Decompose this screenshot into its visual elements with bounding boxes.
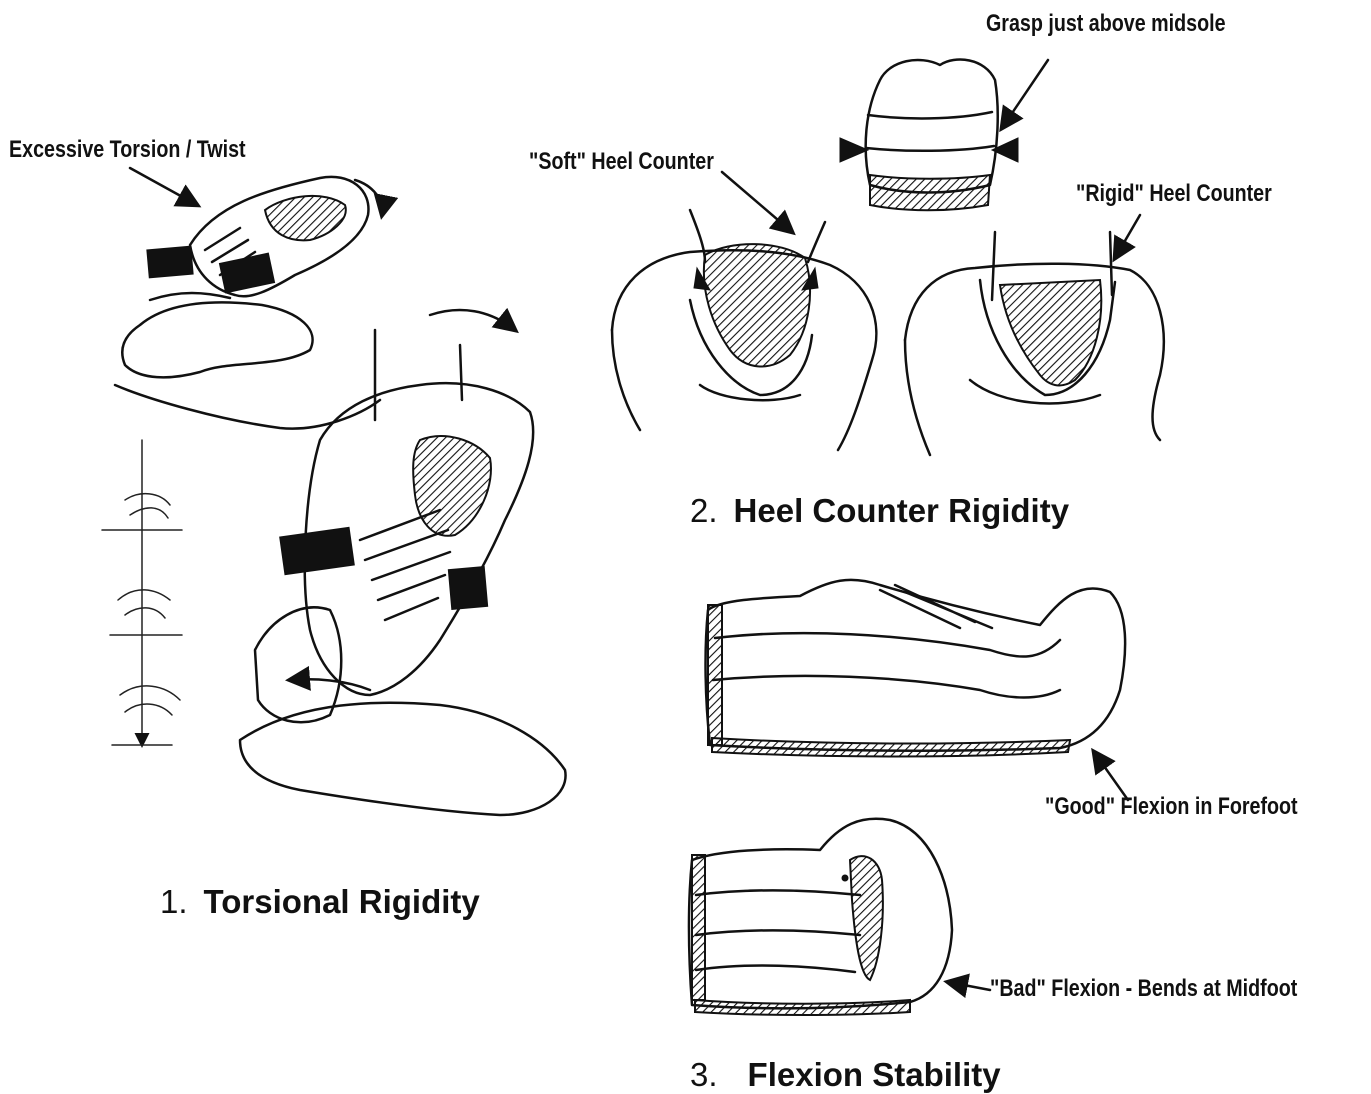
torsion-shoe-large-illustration [240, 310, 566, 815]
section-number: 1. [160, 883, 188, 920]
rigid-heel-counter-illustration [905, 215, 1164, 455]
rigid-heel-counter-label: "Rigid" Heel Counter [1076, 180, 1272, 208]
section-title-heel: 2. Heel Counter Rigidity [690, 492, 1069, 530]
soft-heel-counter-label: "Soft" Heel Counter [529, 148, 714, 176]
torsion-shoe-small-illustration [115, 177, 382, 429]
section-number: 2. [690, 492, 718, 529]
section-title-flexion: 3. Flexion Stability [690, 1056, 1001, 1094]
grasp-midsole-label: Grasp just above midsole [986, 10, 1226, 38]
section-title-text: Torsional Rigidity [204, 883, 480, 920]
excessive-torsion-arrow [130, 168, 197, 205]
good-flexion-label: "Good" Flexion in Forefoot [1045, 793, 1298, 821]
section-title-torsional: 1. Torsional Rigidity [160, 883, 480, 921]
good-flexion-shoe-illustration [706, 580, 1128, 800]
excessive-torsion-label: Excessive Torsion / Twist [9, 136, 246, 164]
grasp-heel-illustration [840, 60, 1048, 211]
bad-flexion-label: "Bad" Flexion - Bends at Midfoot [990, 975, 1297, 1003]
soft-heel-counter-illustration [612, 172, 876, 450]
section-title-text: Flexion Stability [748, 1056, 1001, 1093]
section-title-text: Heel Counter Rigidity [734, 492, 1070, 529]
section-number: 3. [690, 1056, 718, 1093]
bad-flexion-shoe-illustration [689, 819, 990, 1015]
twist-axis-sketch [102, 440, 182, 745]
